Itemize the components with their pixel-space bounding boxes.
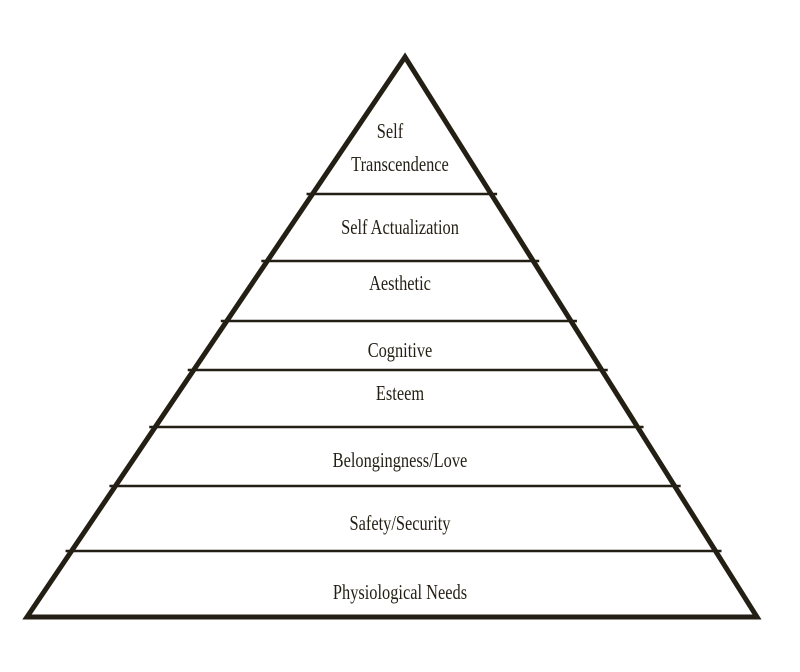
- level-label-physiological-needs: Physiological Needs: [332, 580, 468, 604]
- level-label-self-transcendence-2: Transcendence: [351, 152, 449, 176]
- level-label-safety-security: Safety/Security: [349, 511, 451, 535]
- level-label-self-actualization: Self Actualization: [341, 215, 459, 239]
- level-label-self-transcendence-1: Self: [376, 119, 404, 143]
- level-label-cognitive: Cognitive: [367, 338, 433, 362]
- level-label-belongingness-love: Belongingness/Love: [332, 448, 468, 472]
- level-label-aesthetic: Aesthetic: [369, 271, 431, 295]
- level-label-esteem: Esteem: [375, 381, 425, 405]
- pyramid-outline: [22, 52, 762, 620]
